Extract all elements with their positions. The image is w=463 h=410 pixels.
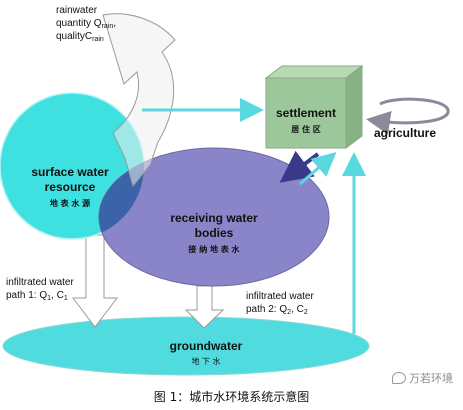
path-2-formula: path 2: Q2, C2 — [246, 304, 308, 316]
groundwater-ellipse — [2, 316, 370, 376]
settlement-box — [264, 65, 364, 149]
rainwater-curved-arrow — [102, 13, 176, 188]
watermark: 万若环境 — [392, 370, 453, 386]
settlement-cn-label: 居 住 区 — [291, 124, 321, 134]
rainwater-quality-label: qualityCrain — [56, 31, 104, 43]
groundwater-cn-label: 地 下 水 — [191, 356, 220, 366]
rainwater-label: rainwater — [56, 5, 98, 16]
chat-bubble-icon — [392, 372, 406, 384]
receiving-water-cn-label: 接 纳 地 表 水 — [188, 244, 240, 254]
rainwater-quantity-label: quantity Qrain, — [56, 18, 116, 30]
caption-bar — [0, 385, 463, 410]
agriculture-loop-arrow — [366, 97, 450, 135]
infiltration-arrow-path-1 — [71, 234, 119, 328]
path-1-formula: path 1: Q1, C1 — [6, 290, 68, 302]
settlement-label: settlement — [276, 106, 336, 120]
path-2-label: infiltrated water — [246, 291, 314, 302]
groundwater-label: groundwater — [170, 339, 243, 353]
surface-water-cn-label: 地 表 水 源 — [50, 198, 90, 208]
infiltration-arrow-path-2 — [184, 285, 225, 329]
watermark-text: 万若环境 — [409, 372, 453, 385]
surface-water-label-2: resource — [45, 180, 96, 194]
surface-water-label: surface water — [31, 165, 109, 179]
path-1-label: infiltrated water — [6, 277, 74, 288]
figure-caption: 图 1：城市水环境系统示意图 — [153, 390, 310, 404]
receiving-water-label: receiving water — [170, 211, 258, 225]
agriculture-label: agriculture — [374, 126, 436, 140]
arrow-receiving-to-settlement — [299, 152, 337, 186]
receiving-water-label-2: bodies — [195, 226, 234, 240]
